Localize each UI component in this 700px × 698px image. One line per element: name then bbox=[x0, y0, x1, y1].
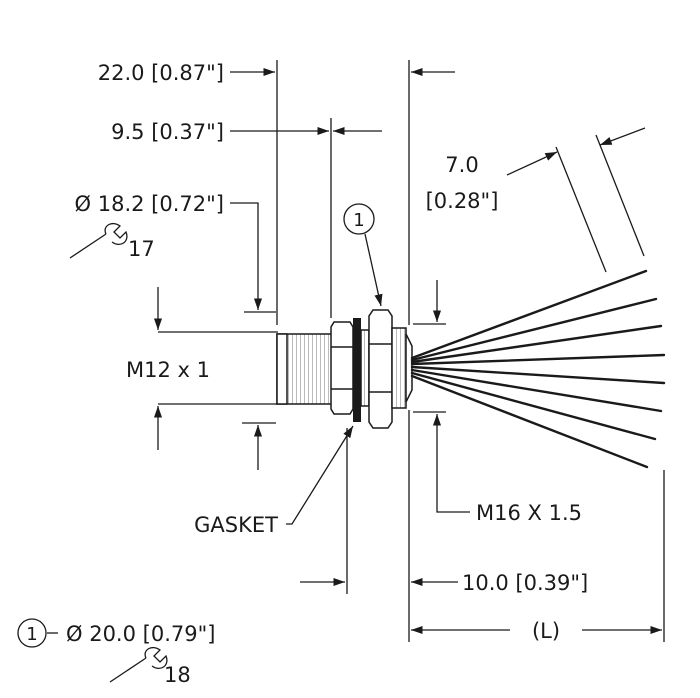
label-note-number: 1 bbox=[26, 624, 37, 645]
label-thread-front: M12 x 1 bbox=[126, 358, 210, 382]
dim-strip-arrow-left bbox=[506, 151, 558, 176]
wire-2 bbox=[410, 297, 658, 362]
label-rear-length: 10.0 [0.39"] bbox=[462, 571, 588, 595]
label-callout-number: 1 bbox=[353, 210, 364, 231]
dim-diameter-leader-top bbox=[230, 202, 263, 310]
label-overall-length: 22.0 [0.87"] bbox=[98, 61, 224, 85]
wire-bundle bbox=[410, 269, 666, 469]
gasket-ring bbox=[353, 318, 361, 422]
cable-exit bbox=[405, 333, 413, 403]
label-wrench-front: 17 bbox=[128, 237, 155, 261]
connector-body bbox=[276, 309, 413, 429]
callout-leader bbox=[364, 233, 383, 307]
dim-strip-ext-2 bbox=[595, 134, 645, 257]
label-gasket: GASKET bbox=[194, 513, 278, 537]
wire-1 bbox=[410, 269, 648, 360]
wire-7 bbox=[410, 371, 657, 441]
label-note-diameter: Ø 20.0 [0.79"] bbox=[66, 622, 215, 646]
m12-front-edge bbox=[276, 333, 288, 405]
wire-4 bbox=[410, 353, 666, 366]
label-strip-length-1: 7.0 bbox=[445, 153, 478, 177]
label-thread-rear: M16 X 1.5 bbox=[476, 501, 582, 525]
wire-3 bbox=[410, 324, 663, 364]
label-wrench-note: 18 bbox=[164, 663, 191, 687]
label-flange-width: 9.5 [0.37"] bbox=[111, 120, 224, 144]
dim-strip-ext-1 bbox=[555, 146, 607, 273]
labels: 22.0 [0.87"] 9.5 [0.37"] Ø 18.2 [0.72"] … bbox=[26, 61, 588, 687]
label-diameter-front: Ø 18.2 [0.72"] bbox=[75, 192, 224, 216]
dimension-lines bbox=[17, 60, 665, 648]
dim-strip-arrow-right bbox=[599, 127, 646, 146]
gasket-leader bbox=[286, 425, 354, 525]
wrench-icon bbox=[69, 222, 128, 259]
wire-8 bbox=[410, 374, 649, 469]
front-hex-nut bbox=[330, 321, 354, 415]
note-callout-circle bbox=[17, 618, 47, 648]
rear-hex-nut bbox=[368, 309, 393, 429]
label-strip-length-2: [0.28"] bbox=[426, 189, 499, 213]
label-cable-length: (L) bbox=[532, 619, 560, 643]
m16-thread-rear bbox=[391, 327, 407, 409]
wire-5 bbox=[410, 365, 666, 385]
wire-6 bbox=[410, 368, 663, 413]
callout-circle bbox=[343, 203, 375, 235]
dim-m16-arrow-bottom bbox=[432, 414, 470, 513]
wrench-icon-note bbox=[109, 646, 168, 683]
